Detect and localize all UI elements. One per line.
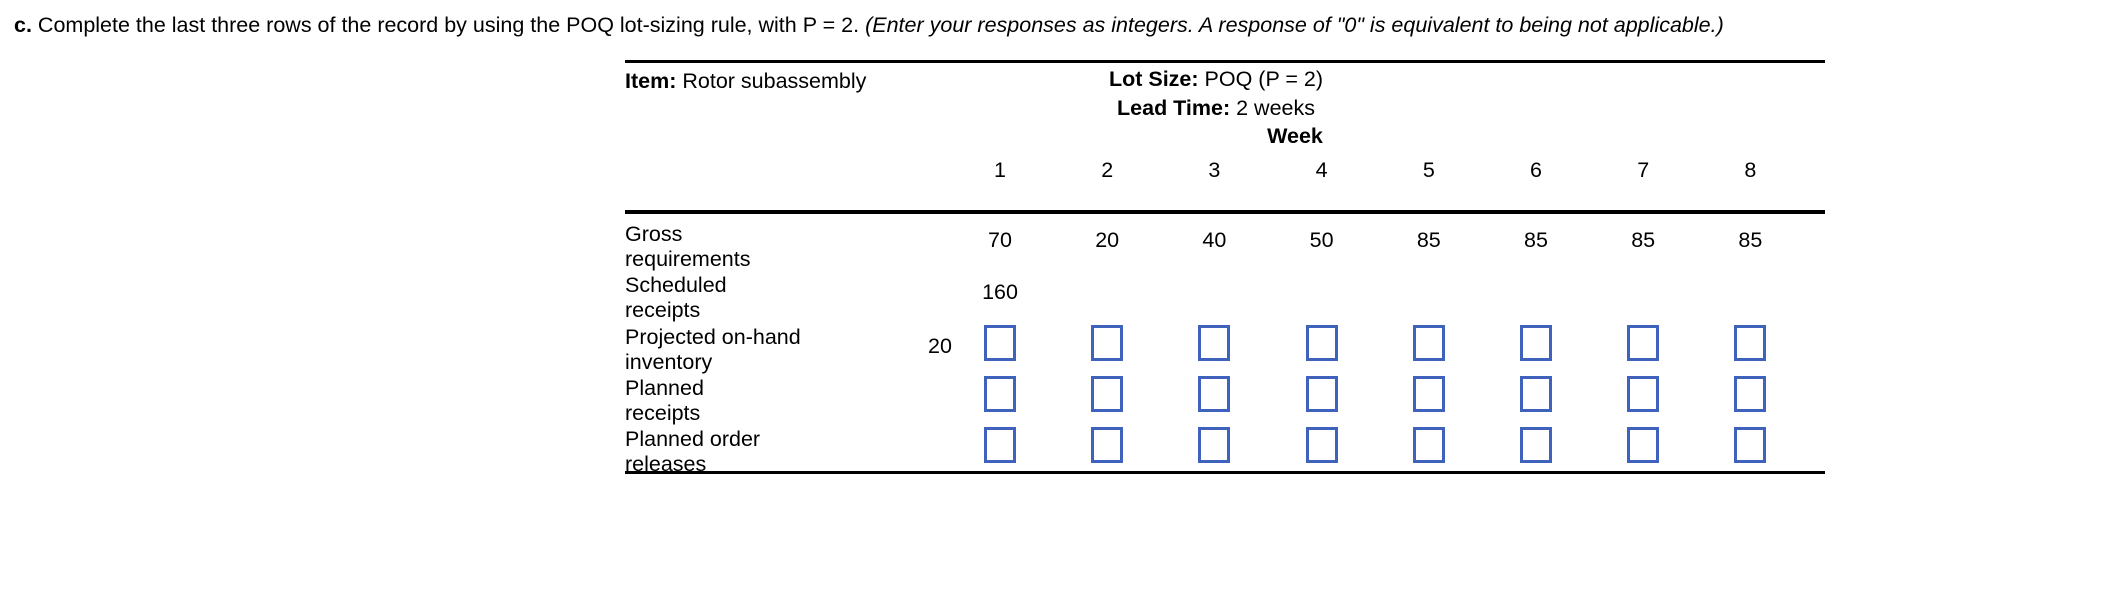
week-number-2: 2: [1101, 158, 1114, 182]
input-projected-on-hand-inventory-week-4[interactable]: [1305, 325, 1338, 361]
item-line: Item: Rotor subassembly: [625, 69, 866, 94]
cell-gross-requirements-week-7: 85: [1631, 228, 1656, 252]
row-label-line-2: requirements: [625, 247, 751, 271]
input-planned-order-releases-week-4[interactable]: [1305, 427, 1338, 463]
table-header-rule: [625, 210, 1825, 214]
row-label-line-1: Gross: [625, 222, 683, 246]
cell-scheduled-receipts-week-1: 160: [982, 280, 1018, 304]
input-planned-receipts-week-1[interactable]: [984, 376, 1016, 412]
question-prompt: c. Complete the last three rows of the r…: [14, 12, 1724, 38]
week-number-4: 4: [1315, 158, 1328, 182]
beginning-inventory-value: 20: [928, 334, 952, 358]
input-projected-on-hand-inventory-week-3[interactable]: [1198, 325, 1231, 361]
input-planned-receipts-week-2[interactable]: [1091, 376, 1124, 412]
input-planned-receipts-week-3[interactable]: [1198, 376, 1231, 412]
row-label-line-1: Planned order: [625, 427, 761, 451]
cell-gross-requirements-week-2: 20: [1095, 228, 1120, 252]
lead-time-line: Lead Time: 2 weeks: [986, 96, 1446, 121]
input-planned-receipts-week-4[interactable]: [1305, 376, 1338, 412]
week-number-6: 6: [1530, 158, 1542, 182]
input-planned-receipts-week-7[interactable]: [1627, 376, 1660, 412]
cell-gross-requirements-week-8: 85: [1738, 228, 1763, 252]
item-value: Rotor subassembly: [682, 69, 867, 93]
week-header-label: Week: [1267, 124, 1323, 148]
row-label-line-2: inventory: [625, 350, 713, 374]
input-planned-receipts-week-6[interactable]: [1520, 376, 1552, 412]
cell-gross-requirements-week-1: 70: [988, 228, 1012, 252]
cell-gross-requirements-week-5: 85: [1416, 228, 1441, 252]
lot-size-label: Lot Size:: [1108, 67, 1199, 91]
input-planned-order-releases-week-7[interactable]: [1627, 427, 1660, 463]
week-number-1: 1: [994, 158, 1006, 182]
input-planned-order-releases-week-6[interactable]: [1520, 427, 1552, 463]
row-label-line-1: Scheduled: [625, 273, 727, 297]
cell-gross-requirements-week-4: 50: [1309, 228, 1334, 252]
input-planned-receipts-week-8[interactable]: [1734, 376, 1767, 412]
input-projected-on-hand-inventory-week-5[interactable]: [1412, 325, 1445, 361]
input-planned-receipts-week-5[interactable]: [1412, 376, 1445, 412]
question-letter: c.: [14, 13, 32, 37]
question-text: Complete the last three rows of the reco…: [37, 13, 860, 37]
item-label: Item:: [625, 69, 677, 93]
record-header: Item: Rotor subassembly Lot Size: POQ (P…: [625, 63, 1825, 210]
row-label-line-2: receipts: [625, 298, 701, 322]
row-label-line-2: receipts: [625, 401, 701, 425]
input-projected-on-hand-inventory-week-1[interactable]: [984, 325, 1016, 361]
input-planned-order-releases-week-5[interactable]: [1412, 427, 1445, 463]
mrp-record-table: Item: Rotor subassembly Lot Size: POQ (P…: [625, 60, 1825, 476]
cell-gross-requirements-week-6: 85: [1524, 228, 1548, 252]
input-projected-on-hand-inventory-week-6[interactable]: [1520, 325, 1552, 361]
table-bottom-rule: [625, 471, 1825, 474]
lead-time-value: 2 weeks: [1236, 96, 1315, 120]
table-top-rule: [625, 60, 1825, 63]
question-instruction: (Enter your responses as integers. A res…: [865, 13, 1724, 37]
input-planned-order-releases-week-1[interactable]: [984, 427, 1016, 463]
input-planned-order-releases-week-8[interactable]: [1734, 427, 1767, 463]
week-number-row: 1 2 3 4 5 6 7 8: [625, 155, 1825, 185]
input-planned-order-releases-week-2[interactable]: [1091, 427, 1124, 463]
week-number-7: 7: [1637, 158, 1650, 182]
input-projected-on-hand-inventory-week-2[interactable]: [1091, 325, 1124, 361]
lot-size-line: Lot Size: POQ (P = 2): [986, 67, 1446, 92]
week-number-3: 3: [1208, 158, 1221, 182]
cell-gross-requirements-week-3: 40: [1202, 228, 1227, 252]
lead-time-label: Lead Time:: [1117, 96, 1231, 120]
input-projected-on-hand-inventory-week-8[interactable]: [1734, 325, 1767, 361]
input-projected-on-hand-inventory-week-7[interactable]: [1627, 325, 1660, 361]
week-number-8: 8: [1744, 158, 1757, 182]
row-label-line-2: releases: [625, 452, 707, 476]
lot-size-value: POQ (P = 2): [1204, 67, 1324, 91]
row-label-line-1: Projected on-hand: [625, 325, 801, 349]
week-number-5: 5: [1422, 158, 1435, 182]
row-label-line-1: Planned: [625, 376, 704, 400]
input-planned-order-releases-week-3[interactable]: [1198, 427, 1231, 463]
